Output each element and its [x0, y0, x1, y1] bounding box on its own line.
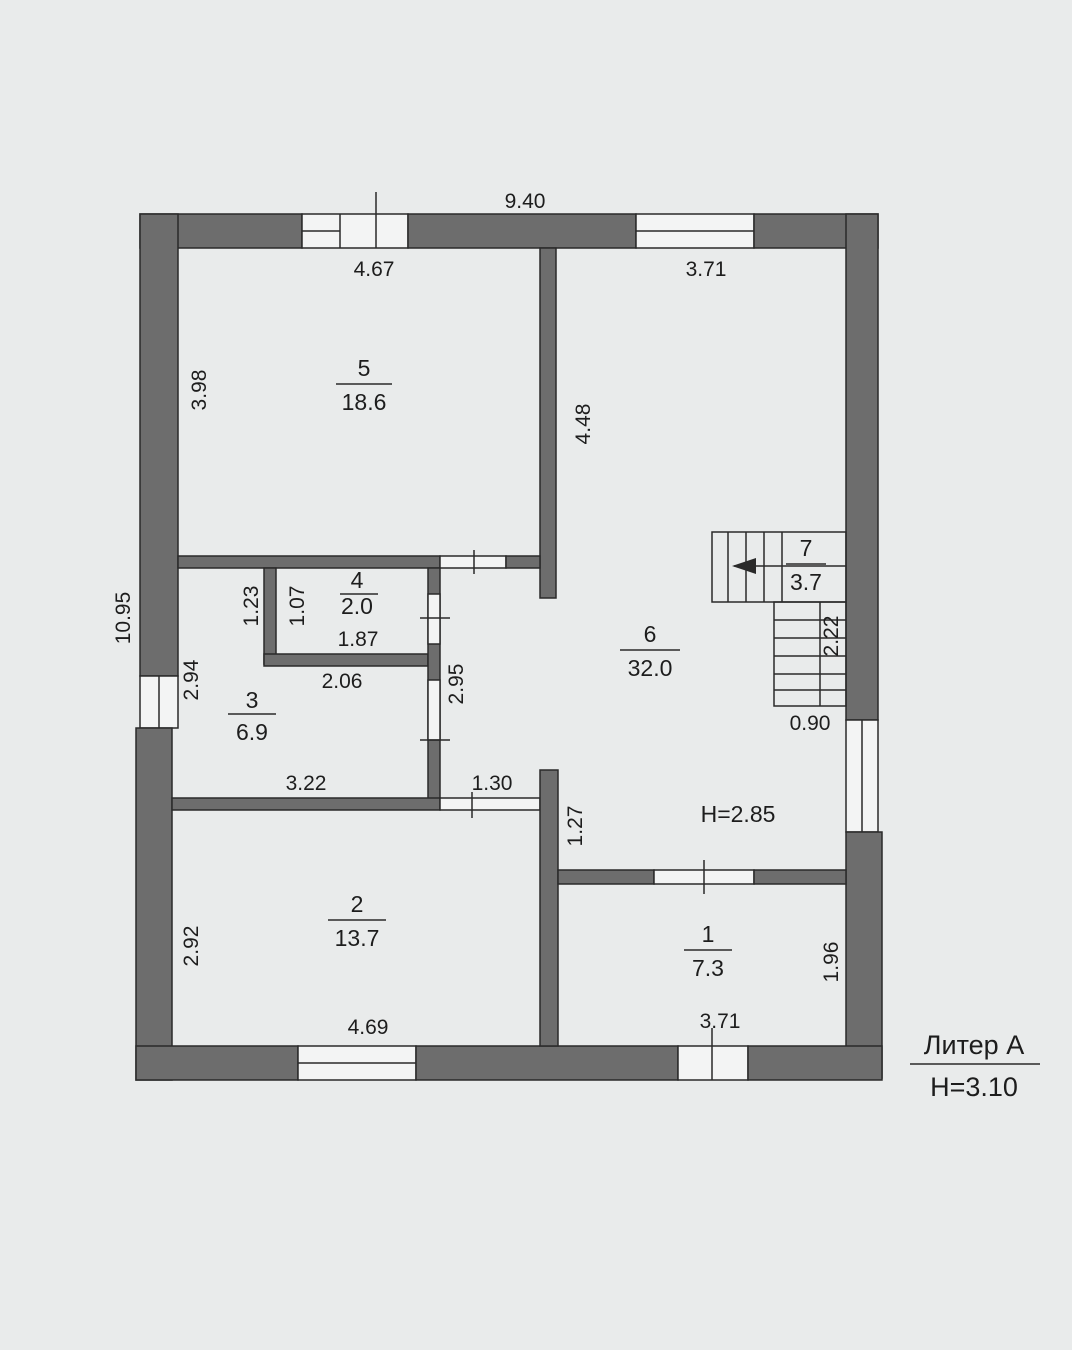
wall-r4-bottom	[263, 653, 429, 667]
room-7-area: 3.7	[790, 569, 822, 595]
liter-label: Литер А	[924, 1030, 1024, 1060]
dim-r1-wall: 1.27	[564, 806, 587, 847]
door-entrance	[677, 1045, 749, 1081]
dim-stair-w: 0.90	[790, 712, 831, 735]
dim-total-height: 10.95	[112, 592, 135, 645]
wall-r5-r6	[539, 247, 557, 599]
stair-upper-flight	[711, 531, 847, 603]
wall-r5-bottom-2	[505, 555, 541, 569]
door-r2	[439, 797, 541, 811]
outer-walls	[135, 213, 883, 1081]
wall-bottom-1	[135, 1045, 299, 1081]
wall-left-1	[139, 213, 179, 677]
room-4-area: 2.0	[341, 593, 373, 619]
dim-r4-h2: 1.07	[286, 586, 309, 627]
wall-left-2	[135, 727, 173, 1081]
dim-r3-height: 2.94	[180, 659, 203, 700]
arrow-head-icon	[732, 558, 756, 574]
wall-r2-r1	[539, 769, 559, 1047]
room-1-area: 7.3	[692, 955, 724, 981]
room-6-area: 32.0	[628, 655, 673, 681]
wall-r1-top-2	[753, 869, 847, 885]
room-7-number: 7	[800, 535, 813, 561]
staircase	[711, 531, 847, 707]
room-2-number: 2	[351, 891, 364, 917]
door-r4	[427, 593, 441, 645]
dim-r6-width: 3.71	[686, 258, 727, 281]
room-5-area: 18.6	[342, 389, 387, 415]
dim-stair-h: 2.22	[820, 616, 843, 657]
wall-r2-top	[171, 797, 441, 811]
room-6-number: 6	[644, 621, 657, 647]
room-labels: 5 18.6 4 2.0 3 6.9 6 32.0 7 3.7 2 13.7 1…	[228, 355, 826, 981]
liter-legend: Литер А H=3.10	[910, 1030, 1040, 1102]
room-3-number: 3	[246, 687, 259, 713]
dim-r2-width: 4.69	[348, 1016, 389, 1039]
dim-r5-width: 4.67	[354, 258, 395, 281]
stair-lower-flight	[773, 601, 847, 707]
dim-r3-wall: 2.95	[445, 664, 468, 705]
room-4-number: 4	[351, 567, 364, 593]
wall-r1-top	[557, 869, 655, 885]
dim-r2-height: 2.92	[180, 926, 203, 967]
dim-r1-height: 1.96	[820, 942, 843, 983]
interior-walls	[171, 247, 847, 1047]
wall-bottom-3	[747, 1045, 883, 1081]
wall-top-2	[407, 213, 637, 249]
room-3-area: 6.9	[236, 719, 268, 745]
wall-right-2	[845, 831, 883, 1079]
ceiling-height: H=2.85	[701, 801, 776, 827]
dim-hall-gap: 1.30	[472, 772, 513, 795]
room-2-area: 13.7	[335, 925, 380, 951]
dim-r6-wall: 4.48	[572, 404, 595, 445]
building-height: H=3.10	[930, 1072, 1018, 1102]
door-r3	[427, 679, 441, 741]
wall-bottom-2	[415, 1045, 679, 1081]
dim-r3-top: 2.06	[322, 670, 363, 693]
dim-r3-width: 3.22	[286, 772, 327, 795]
wall-r4-left	[263, 567, 277, 665]
dim-r4-h1: 1.23	[240, 586, 263, 627]
room-1-number: 1	[702, 921, 715, 947]
door-marks	[375, 192, 713, 1080]
door-r5	[439, 555, 507, 569]
dim-total-width: 9.40	[505, 190, 546, 213]
dim-r1-width: 3.71	[700, 1010, 741, 1033]
wall-r5-bottom	[177, 555, 441, 569]
dimension-labels: 9.40 10.95 4.67 3.98 3.71 4.48 1.23 1.07…	[112, 190, 843, 1039]
dim-r5-height: 3.98	[188, 370, 211, 411]
dim-r4-width: 1.87	[338, 628, 379, 651]
room-5-number: 5	[358, 355, 371, 381]
wall-right-1	[845, 213, 879, 721]
